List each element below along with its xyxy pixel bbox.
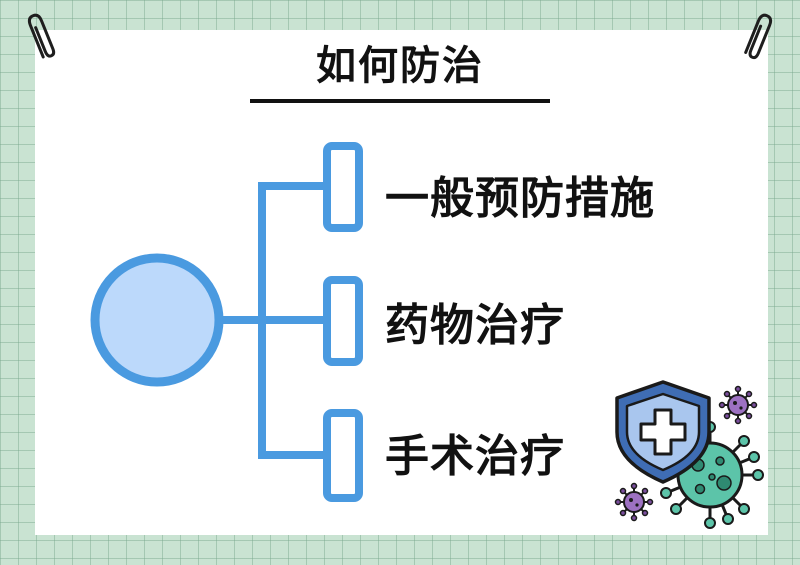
watermark bbox=[330, 522, 470, 534]
title-underline bbox=[250, 99, 550, 103]
branch-box-2 bbox=[323, 409, 363, 502]
paperclip-icon-left bbox=[27, 13, 56, 59]
branch-box-1 bbox=[323, 276, 363, 366]
root-node bbox=[90, 253, 224, 387]
branch-label-general-prevention: 一般预防措施 bbox=[385, 173, 655, 224]
tree-connectors bbox=[220, 182, 327, 459]
branch-label-drug-treatment: 药物治疗 bbox=[385, 300, 565, 351]
virus-icon-small-top bbox=[718, 385, 758, 425]
shield-plus-icon bbox=[615, 380, 711, 484]
branch-label-surgery: 手术治疗 bbox=[385, 431, 565, 482]
virus-icon-small-bottom bbox=[614, 482, 654, 522]
page-title: 如何防治 bbox=[316, 43, 484, 89]
branch-box-0 bbox=[323, 142, 363, 232]
paperclip-icon-right bbox=[744, 13, 773, 60]
